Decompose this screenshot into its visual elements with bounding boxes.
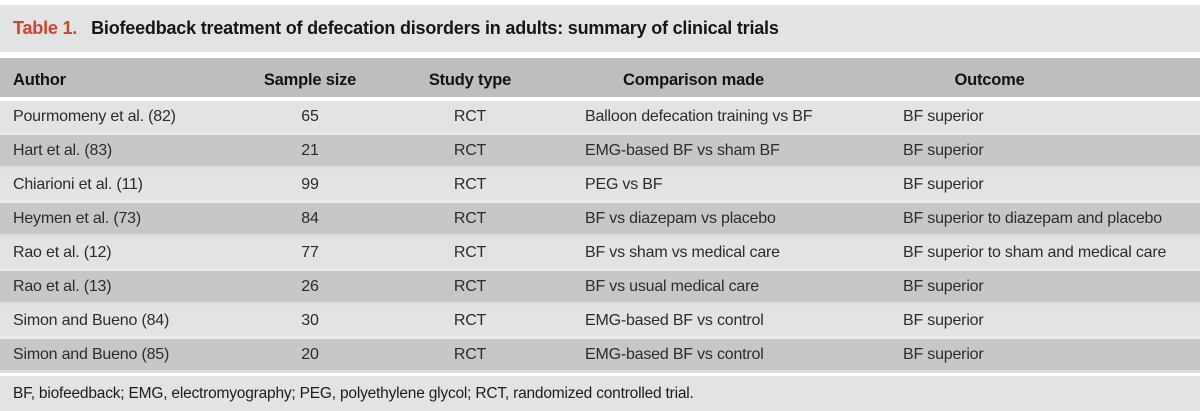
study-type-cell: RCT [453,209,487,227]
outcome-cell: BF superior [903,277,984,295]
sample-size-cell: 65 [301,107,319,125]
table-row: Simon and Bueno (85) 20 RCT EMG-based BF… [0,339,1200,373]
outcome-cell: BF superior to diazepam and placebo [903,209,1162,227]
table-header-row: Author Sample size Study type Comparison… [0,58,1200,97]
author-cell: Chiarioni et al. (11) [13,175,143,193]
author-cell: Heymen et al. (73) [13,209,142,227]
outcome-cell: BF superior to sham and medical care [903,243,1167,261]
study-type-cell: RCT [453,141,487,159]
outcome-cell: BF superior [903,141,984,159]
table-caption: Table 1. Biofeedback treatment of defeca… [0,5,1200,52]
study-type-cell: RCT [453,277,487,295]
outcome-cell: BF superior [903,345,984,363]
study-type-cell: RCT [453,243,487,261]
sample-size-cell: 26 [301,277,319,295]
table-row: Simon and Bueno (84) 30 RCT EMG-based BF… [0,305,1200,339]
table-row: Pourmomeny et al. (82) 65 RCT Balloon de… [0,101,1200,135]
comparison-cell: EMG-based BF vs sham BF [585,141,780,159]
table-title: Biofeedback treatment of defecation diso… [91,18,779,38]
outcome-cell: BF superior [903,107,984,125]
outcome-cell: BF superior [903,311,984,329]
author-cell: Simon and Bueno (85) [13,345,170,363]
sample-size-cell: 99 [301,175,319,193]
sample-size-cell: 84 [301,209,319,227]
outcome-cell: BF superior [903,175,984,193]
table-row: Rao et al. (12) 77 RCT BF vs sham vs med… [0,237,1200,271]
author-cell: Simon and Bueno (84) [13,311,170,329]
author-cell: Pourmomeny et al. (82) [13,107,176,125]
study-type-cell: RCT [453,311,487,329]
author-cell: Rao et al. (12) [13,243,112,261]
study-type-cell: RCT [453,107,487,125]
column-header-author: Author [13,70,66,89]
column-header-sample-size: Sample size [263,70,357,89]
table-number-label: Table 1. [13,18,78,38]
author-cell: Hart et al. (83) [13,141,113,159]
column-header-outcome: Outcome [954,70,1025,89]
column-header-comparison: Comparison made [623,70,764,89]
study-type-cell: RCT [453,175,487,193]
sample-size-cell: 20 [301,345,319,363]
author-cell: Rao et al. (13) [13,277,112,295]
comparison-cell: Balloon defecation training vs BF [585,107,813,125]
comparison-cell: EMG-based BF vs control [585,345,764,363]
table-row: Rao et al. (13) 26 RCT BF vs usual medic… [0,271,1200,305]
sample-size-cell: 77 [301,243,319,261]
table-row: Chiarioni et al. (11) 99 RCT PEG vs BF B… [0,169,1200,203]
table-row: Heymen et al. (73) 84 RCT BF vs diazepam… [0,203,1200,237]
comparison-cell: PEG vs BF [585,175,663,193]
footnote-text: BF, biofeedback; EMG, electromyography; … [13,384,694,402]
table-body: Pourmomeny et al. (82) 65 RCT Balloon de… [0,101,1200,373]
comparison-cell: BF vs usual medical care [585,277,759,295]
sample-size-cell: 30 [301,311,319,329]
table-row: Hart et al. (83) 21 RCT EMG-based BF vs … [0,135,1200,169]
comparison-cell: BF vs diazepam vs placebo [585,209,776,227]
comparison-cell: BF vs sham vs medical care [585,243,780,261]
study-type-cell: RCT [453,345,487,363]
comparison-cell: EMG-based BF vs control [585,311,764,329]
column-header-study-type: Study type [428,70,512,89]
sample-size-cell: 21 [301,141,319,159]
table-footnote: BF, biofeedback; EMG, electromyography; … [0,376,1200,411]
